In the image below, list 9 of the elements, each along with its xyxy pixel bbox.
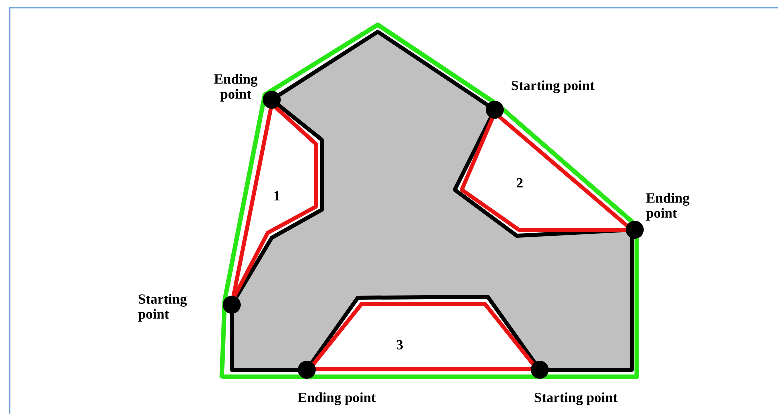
region-number: 3 [397, 340, 404, 350]
region-number: 2 [517, 178, 523, 188]
point-label: Starting point [138, 294, 188, 322]
point-label: Ending point [298, 392, 376, 406]
point-label: Ending point [646, 193, 690, 221]
point-label: Ending point [214, 74, 258, 102]
point-label: Starting point [512, 80, 595, 94]
region-number: 1 [274, 191, 280, 201]
point-label: Starting point [534, 392, 618, 406]
